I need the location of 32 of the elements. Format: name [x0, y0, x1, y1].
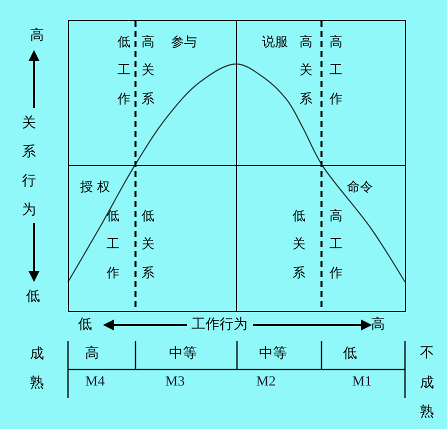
style-label: 参与	[171, 35, 197, 51]
maturity-code: M1	[352, 374, 372, 392]
style-label: 说服	[262, 35, 288, 51]
axis-label: 工作行为	[192, 316, 248, 334]
behavior-label: 高关系	[142, 34, 154, 109]
axis-label: 高	[30, 28, 44, 44]
axis-label: 低	[78, 316, 92, 334]
axis-label: 低	[26, 288, 40, 306]
behavior-label: 高工作	[330, 34, 342, 109]
maturity-code: M2	[256, 374, 276, 392]
behavior-label: 高工作	[330, 208, 342, 283]
behavior-label: 低关系	[142, 208, 154, 283]
maturity-level: 高	[85, 346, 99, 362]
quadrant-panel	[68, 165, 237, 312]
behavior-label: 低关系	[292, 208, 306, 283]
maturity-code: M4	[85, 374, 105, 392]
behavior-label: 高关系	[300, 34, 312, 109]
maturity-label: 成熟	[30, 344, 44, 392]
axis-label: 高	[371, 316, 385, 334]
maturity-level: 中等	[259, 346, 287, 362]
maturity-label: 不成熟	[420, 344, 434, 422]
quadrant-panel	[236, 20, 406, 166]
style-label: 授权	[80, 180, 114, 196]
axis-label: 关系行为	[22, 114, 36, 220]
style-label: 命令	[347, 180, 373, 196]
behavior-label: 低工作	[118, 34, 130, 109]
maturity-code: M3	[165, 374, 185, 392]
quadrant-panel	[236, 165, 406, 312]
behavior-label: 低工作	[106, 208, 120, 283]
maturity-level: 低	[343, 346, 357, 362]
maturity-level: 中等	[169, 346, 197, 362]
quadrant-panel	[68, 20, 237, 166]
